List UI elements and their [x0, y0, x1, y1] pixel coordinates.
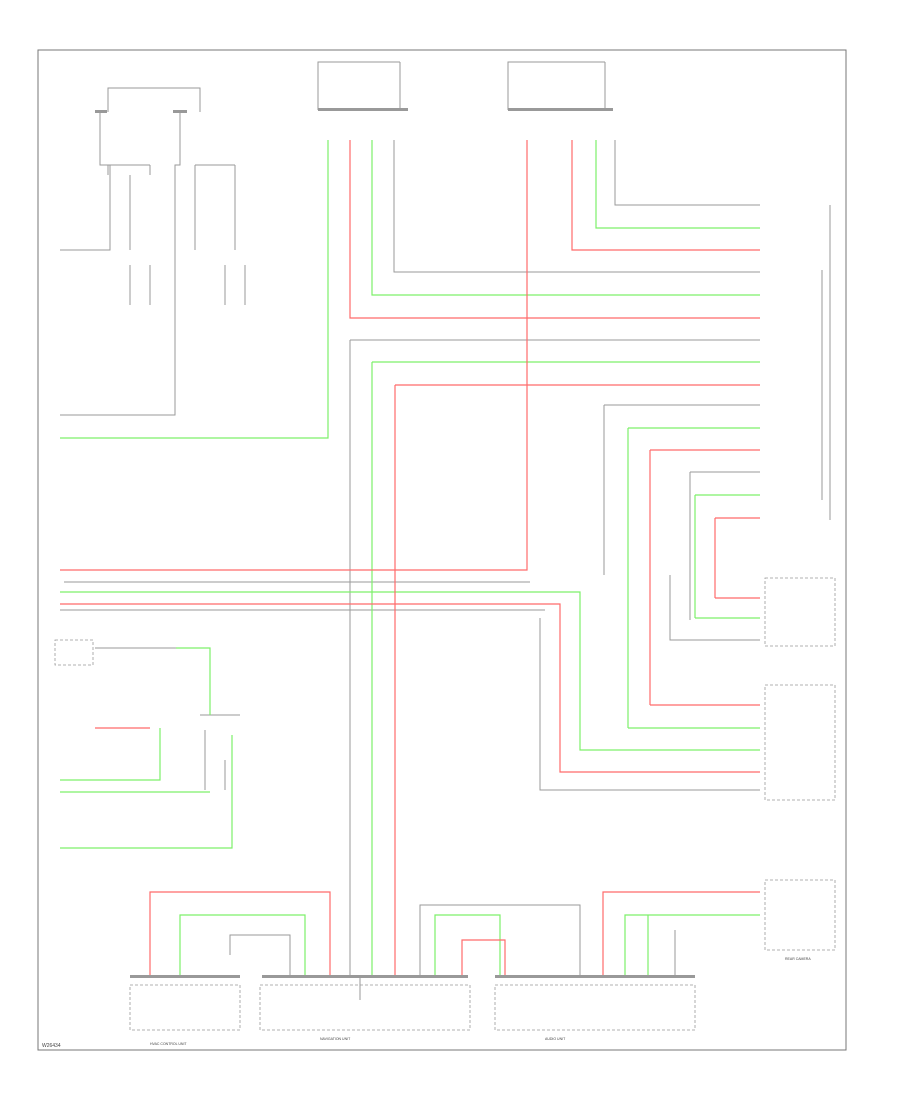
component-boxes [54, 577, 836, 1031]
red-wires [60, 140, 760, 975]
gray-wires [60, 61, 831, 1000]
green-wires [60, 140, 760, 975]
navigation-label: NAVIGATION UNIT [320, 1037, 351, 1041]
diagram-code: W26434 [42, 1043, 61, 1049]
audio-unit-label: AUDIO UNIT [545, 1037, 566, 1041]
pin-markers [95, 108, 695, 978]
hvac-control-label: HVAC CONTROL UNIT [150, 1042, 187, 1046]
diagram-frame [37, 49, 847, 1051]
rear-camera-label: REAR CAMERA [785, 957, 811, 961]
